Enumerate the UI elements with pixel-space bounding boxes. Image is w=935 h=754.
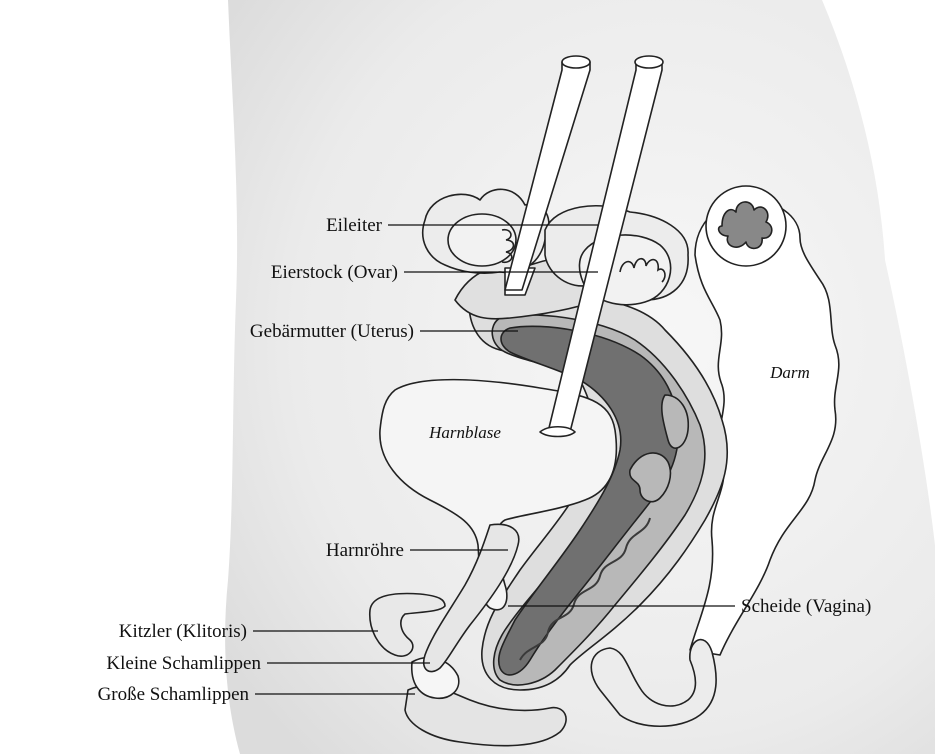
label-harnblase: Harnblase [428,423,501,442]
label-darm: Darm [769,363,810,382]
label-kitzler: Kitzler (Klitoris) [119,621,247,642]
label-harnroehre: Harnröhre [326,540,404,561]
label-eileiter: Eileiter [326,215,383,236]
ovary-left [448,214,516,266]
label-gebaermutter: Gebärmutter (Uterus) [250,321,414,342]
label-scheide: Scheide (Vagina) [741,596,871,617]
label-grosse-schamlippen: Große Schamlippen [98,684,250,705]
label-eierstock: Eierstock (Ovar) [271,262,398,283]
label-kleine-schamlippen: Kleine Schamlippen [106,653,261,674]
